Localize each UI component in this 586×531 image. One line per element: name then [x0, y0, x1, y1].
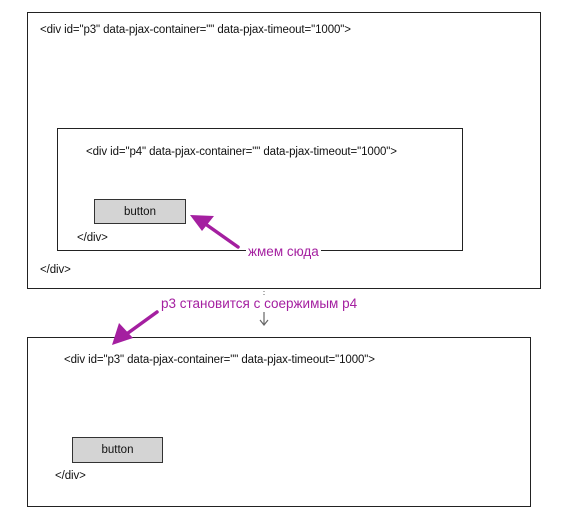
top-inner-close-tag: </div>: [77, 232, 108, 244]
click-here-note: жмем сюда: [246, 244, 321, 259]
bottom-outer-close-tag: </div>: [55, 470, 86, 482]
bottom-outer-open-tag: <div id="p3" data-pjax-container="" data…: [64, 354, 375, 366]
bottom-outer-container-p3: [27, 337, 531, 507]
top-inner-container-p4: [57, 128, 463, 251]
top-outer-close-tag: </div>: [40, 264, 71, 276]
transition-note: p3 становится с соержимым p4: [159, 296, 360, 311]
top-outer-open-tag: <div id="p3" data-pjax-container="" data…: [40, 24, 351, 36]
top-inner-open-tag: <div id="p4" data-pjax-container="" data…: [86, 146, 397, 158]
bottom-button[interactable]: button: [72, 437, 163, 463]
top-button[interactable]: button: [94, 199, 186, 224]
